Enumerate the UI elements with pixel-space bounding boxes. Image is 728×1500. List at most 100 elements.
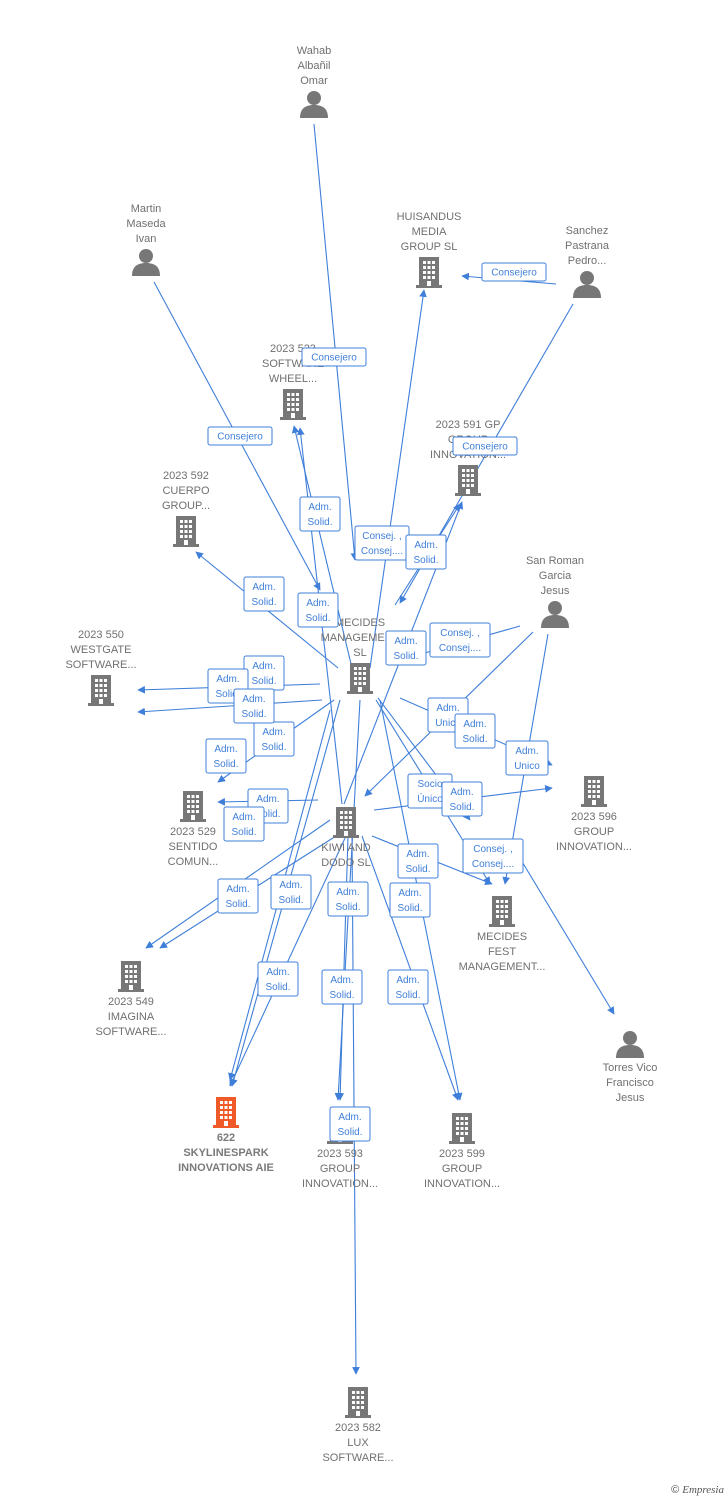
edge-label-box[interactable]: Adm.Solid. (243, 576, 285, 612)
edge-label-text: Adm. (256, 794, 279, 805)
edge-label-text: Solid. (225, 899, 250, 910)
edge-label-box[interactable]: Consej. ,Consej.... (429, 622, 491, 658)
edge-label-box[interactable]: Adm.Solid. (321, 969, 363, 1005)
node-label-line: GROUP (574, 826, 614, 838)
edge-label-box[interactable]: Adm.Solid. (387, 969, 429, 1005)
edge-label-box[interactable]: Adm.Solid. (405, 534, 447, 570)
edge-label-box[interactable]: Consejero (301, 347, 367, 367)
edge-line (313, 123, 359, 561)
edge-label-box[interactable]: Adm.Solid. (243, 655, 285, 691)
node-n593[interactable]: 2023 593GROUPINNOVATION... (302, 1113, 378, 1190)
node-label-line: IMAGINA (108, 1011, 155, 1023)
node-n550[interactable]: 2023 550WESTGATESOFTWARE... (65, 629, 137, 706)
edge-label-box[interactable]: Adm.Solid. (205, 738, 247, 774)
node-label-line: 2023 529 (170, 826, 216, 838)
node-label-line: INNOVATION... (424, 1178, 500, 1190)
person-icon (132, 249, 160, 276)
node-sanchez[interactable]: SanchezPastranaPedro... (565, 225, 610, 298)
edge-label-text: Adm. (242, 694, 265, 705)
edge-line (336, 835, 349, 1101)
edge-label-box[interactable]: Adm.Solid. (270, 874, 312, 910)
edge-label-box[interactable]: Consejero (452, 436, 518, 456)
edge-label-box[interactable]: Adm.Unico (505, 740, 549, 776)
edge-label-box[interactable]: Adm.Solid. (454, 713, 496, 749)
edge-label-text: Solid. (241, 709, 266, 720)
node-label-line: Maseda (126, 218, 166, 230)
edge-label-box[interactable]: Adm.Solid. (257, 961, 299, 997)
brand-footer[interactable]: ©Empresia (671, 1484, 724, 1496)
edge-label-box[interactable]: Consejero (481, 262, 547, 282)
node-label-line: MANAGEMENT... (459, 961, 546, 973)
edge-label-text: Consej. , (473, 844, 512, 855)
edge-label-box[interactable]: Consejero (207, 426, 273, 446)
building-icon (345, 1387, 371, 1418)
edge-label-text: Solid. (337, 1127, 362, 1138)
edge-label-box[interactable]: Adm.Solid. (385, 630, 427, 666)
building-icon (88, 675, 114, 706)
node-label-line: GROUP SL (401, 241, 458, 253)
node-label-line: San Roman (526, 555, 584, 567)
edge-label-box[interactable]: Adm.Solid. (217, 878, 259, 914)
edge-label-box[interactable]: Adm.Solid. (441, 781, 483, 817)
node-n596[interactable]: 2023 596GROUPINNOVATION... (556, 776, 632, 853)
edge-label-text: Adm. (252, 661, 275, 672)
building-icon (280, 389, 306, 420)
node-n599[interactable]: 2023 599GROUPINNOVATION... (424, 1113, 500, 1190)
edge-label-box[interactable]: Adm.Solid. (329, 1106, 371, 1142)
edge-label-box[interactable]: Consej. , Consej.... (462, 838, 524, 874)
node-label-line: INNOVATION... (302, 1178, 378, 1190)
node-label-line: MECIDES (335, 617, 385, 629)
edge-label-box[interactable]: Adm.Solid. (299, 496, 341, 532)
node-label-line: INNOVATIONS AIE (178, 1162, 274, 1174)
edge-label-box[interactable]: Adm. Solid. (233, 688, 275, 724)
node-n591[interactable]: 2023 591 GPGROUPINNOVATION... (430, 419, 506, 496)
node-n549[interactable]: 2023 549IMAGINASOFTWARE... (95, 961, 167, 1038)
edge-line (291, 425, 353, 669)
node-n529[interactable]: 2023 529SENTIDOCOMUN... (168, 791, 219, 868)
node-label-line: GROUP (442, 1163, 482, 1175)
node-label-line: GROUP... (162, 500, 210, 512)
edge-label-text: Solid. (395, 990, 420, 1001)
edge-label-text: Adm. (398, 888, 421, 899)
edge-label-text: Solid. (405, 864, 430, 875)
edge-label-text: Solid. (215, 689, 240, 700)
edge-label-box[interactable]: Adm.Solid. (389, 882, 431, 918)
edge-label-box[interactable]: Adm.Solid. (253, 721, 295, 757)
node-label-line: Martin (131, 203, 162, 215)
node-label-line: 622 (217, 1132, 235, 1144)
edge-line (361, 835, 460, 1101)
nodes-layer: WahabAlbañilOmarMartinMasedaIvanHUISANDU… (65, 45, 657, 1464)
brand-name: Empresia (682, 1484, 724, 1496)
node-mecides_fest[interactable]: MECIDESFESTMANAGEMENT... (459, 896, 546, 973)
node-n592[interactable]: 2023 592CUERPOGROUP... (162, 470, 210, 547)
node-label-line: FEST (488, 946, 516, 958)
edge-label-text: Consej.... (472, 859, 514, 870)
edge-label-text: Adm. (515, 746, 538, 757)
edge-label-box[interactable]: Adm.Solid. (397, 843, 439, 879)
node-label-line: WHEEL... (269, 373, 317, 385)
edge-line (229, 835, 347, 1087)
node-label-line: GROUP (320, 1163, 360, 1175)
edge-label-text: Unico (435, 718, 461, 729)
building-icon (118, 961, 144, 992)
node-label-line: Francisco (606, 1077, 654, 1089)
node-n582[interactable]: 2023 582LUXSOFTWARE... (322, 1387, 394, 1464)
edge-label-box[interactable]: Consej. ,Consej.... (354, 525, 410, 561)
edge-label-text: Solid. (329, 990, 354, 1001)
edge-labels-layer: ConsejeroConsejeroConsejeroConsejeroAdm.… (205, 262, 549, 1142)
edge-label-box[interactable]: Adm.Solid. (327, 881, 369, 917)
edge-label-text: Consejero (311, 353, 357, 364)
edge-label-box[interactable]: Adm.Solid. (223, 806, 265, 842)
edge-line (137, 699, 323, 716)
edge-label-box[interactable]: Adm.Solid. (297, 592, 339, 628)
node-label-line: WESTGATE (71, 644, 132, 656)
